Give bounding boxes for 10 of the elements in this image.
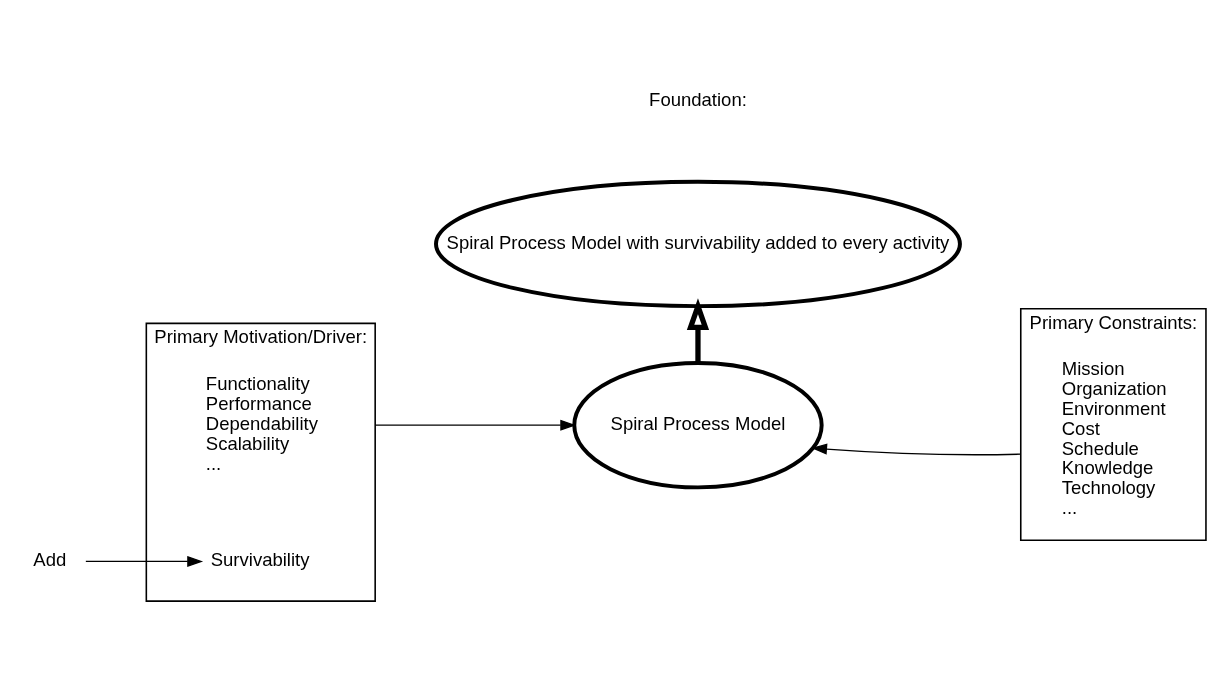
node-text: Add (33, 548, 67, 570)
node-text: Functionality Performance Dependability Scalability ... (205, 372, 318, 474)
node-ellipse: Spiral Process Model with survivability added to every activity (434, 179, 962, 308)
node-text: Survivability (210, 548, 310, 570)
arrow (811, 443, 1022, 455)
arrow (85, 555, 204, 567)
node-ellipse: Spiral Process Model (572, 360, 824, 489)
arrow (686, 297, 710, 363)
label: Foundation: (649, 88, 747, 110)
node-text: Mission Organization Environment Cost Schedule Knowledge Technology ... (1061, 357, 1167, 518)
